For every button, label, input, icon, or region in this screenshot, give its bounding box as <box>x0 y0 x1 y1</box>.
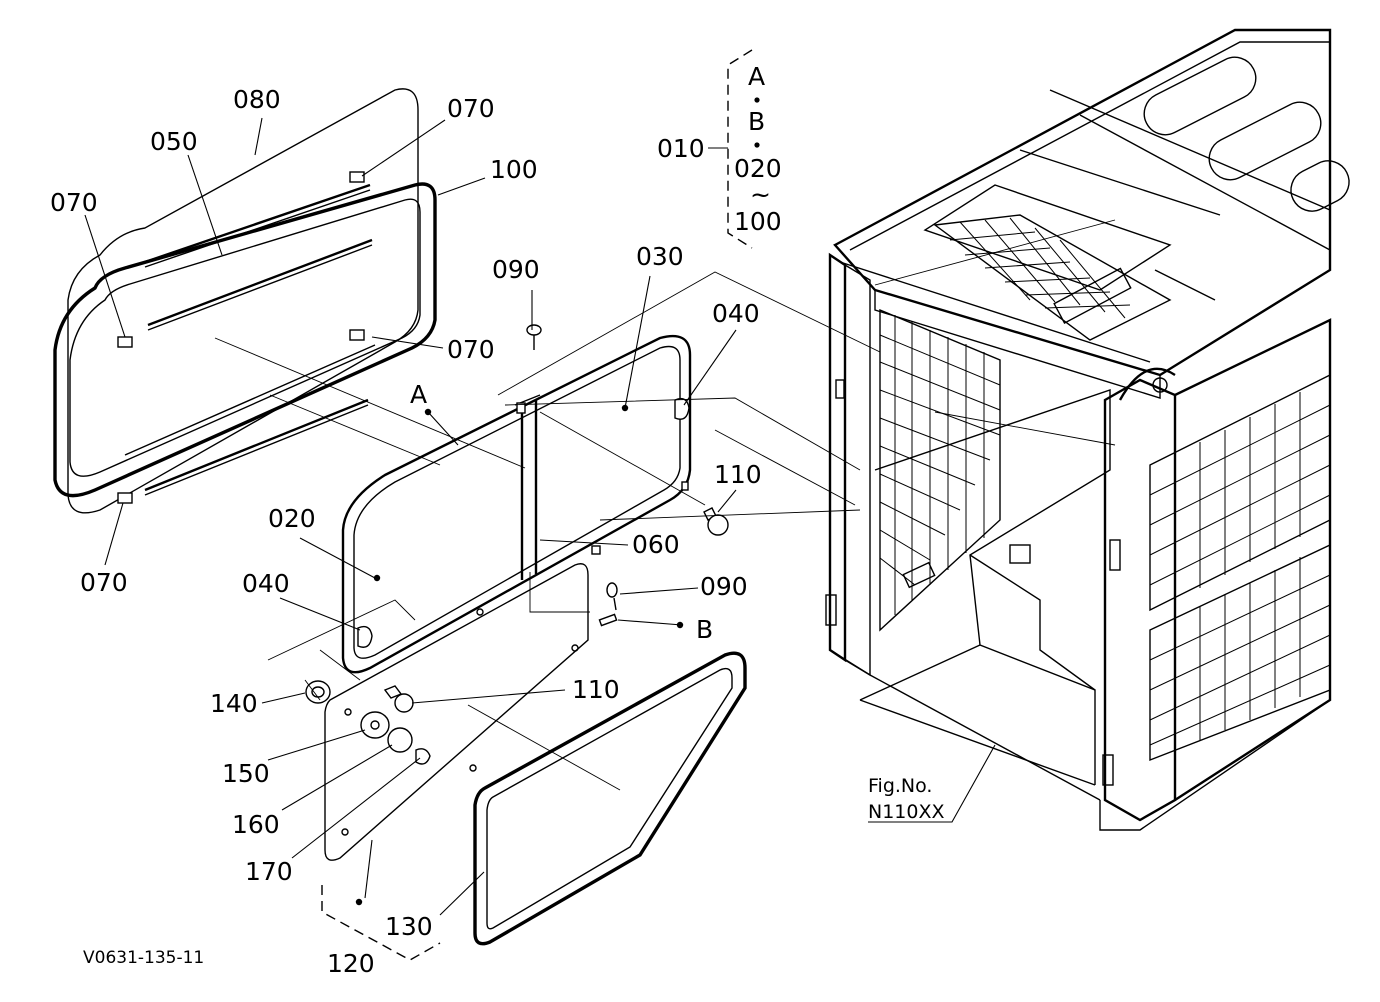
callout-130: 130 <box>385 912 433 941</box>
side-grill-left <box>879 308 1001 632</box>
callout-140: 140 <box>210 689 258 718</box>
bolt-110 <box>703 507 729 536</box>
reference-dots <box>355 97 760 906</box>
callout-150: 150 <box>222 759 270 788</box>
dashed-brackets <box>321 49 753 961</box>
callout-100: 100 <box>490 155 538 184</box>
roof-grill <box>933 214 1172 341</box>
callout-070-mid-right: 070 <box>447 335 495 364</box>
callout-110-right: 110 <box>714 460 762 489</box>
panel-120 <box>324 563 589 861</box>
callout-050: 050 <box>150 127 198 156</box>
sliding-window-frame-010 <box>341 334 692 674</box>
leader-lines <box>84 117 996 916</box>
callout-030: 030 <box>636 242 684 271</box>
fig-ref-line2: N110XX <box>868 801 945 823</box>
callout-170: 170 <box>245 857 293 886</box>
callout-040-left: 040 <box>242 569 290 598</box>
screw-090 <box>526 324 618 627</box>
side-grill-right <box>1149 373 1331 762</box>
rear-window-glass-080 <box>67 88 419 514</box>
callout-160: 160 <box>232 810 280 839</box>
callout-120: 120 <box>327 949 375 978</box>
rear-window-seal-100 <box>53 182 437 498</box>
callout-090-mid: 090 <box>700 572 748 601</box>
knob-parts <box>305 680 431 765</box>
callout-A: A <box>410 380 427 409</box>
bracket-legend: 010 A B 020 ~ 100 <box>657 62 782 236</box>
legend-item-A: A <box>748 62 765 91</box>
callout-labels: 080 050 070 070 100 070 070 090 030 040 … <box>50 85 762 978</box>
callout-070-bottom-left: 070 <box>80 568 128 597</box>
callout-070-top-right: 070 <box>447 94 495 123</box>
fig-ref-line1: Fig.No. <box>868 775 932 797</box>
callout-110-left: 110 <box>572 675 620 704</box>
glass-channel-050 <box>124 183 376 496</box>
legend-range-sep: ~ <box>750 180 771 209</box>
callout-040-right: 040 <box>712 299 760 328</box>
legend-range-start: 020 <box>734 154 782 183</box>
callout-020: 020 <box>268 504 316 533</box>
cab-frame <box>825 28 1350 831</box>
legend-item-B: B <box>748 107 765 136</box>
legend-range-end: 100 <box>734 207 782 236</box>
callout-060: 060 <box>632 530 680 559</box>
callout-080: 080 <box>233 85 281 114</box>
assembly-guide-lines <box>214 219 1116 791</box>
door-seal-130 <box>473 651 747 946</box>
callout-090-top: 090 <box>492 255 540 284</box>
rubber-block-070 <box>117 171 365 504</box>
drawing-code: V0631-135-11 <box>83 948 204 968</box>
callout-070-top-left: 070 <box>50 188 98 217</box>
callout-B: B <box>696 615 713 644</box>
legend-part-010: 010 <box>657 134 705 163</box>
